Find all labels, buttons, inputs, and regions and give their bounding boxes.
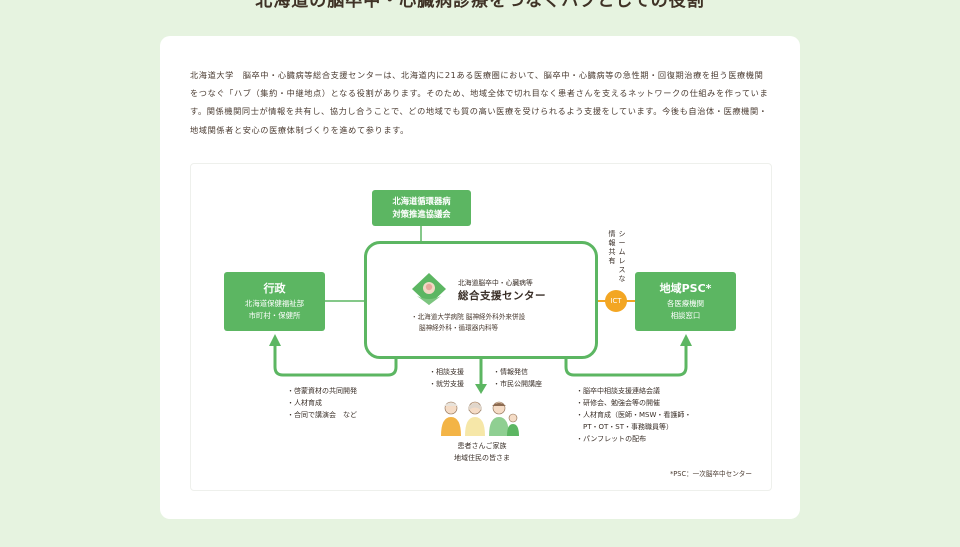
council-box: 北海道循環器病 対策推進協議会 [372,190,471,226]
list-item: ・合同で講演会 など [287,411,357,419]
government-line-2: 市町村・保健所 [248,310,301,320]
arrow-down-icon [475,384,487,394]
council-line-2: 対策推進協議会 [392,208,451,219]
seamless-label: シームレスな [618,230,626,283]
info-share-label: 情報共有 [608,230,616,265]
intro-text: 北海道大学 脳卒中・心臓病等総合支援センターは、北海道内に21ある医療圏において… [190,70,769,135]
list-item: ・人材育成（医師・MSW・看護師・ [576,411,692,419]
council-line-1: 北海道循環器病 [392,196,451,206]
list-item: ・パンフレットの配布 [576,435,647,443]
center-subtitle: 北海道脳卒中・心臓病等 [458,279,533,287]
psc-box: 地域PSC* 各医療機関 相談窓口 [635,272,736,331]
government-title: 行政 [263,282,286,295]
people-label-2: 地域住民の皆さま [454,454,510,462]
government-box: 行政 北海道保健福祉部 市町村・保健所 [224,272,325,331]
list-item: ・相談支援 [429,368,464,376]
government-activities-list: ・啓蒙資材の共同開発 ・人材育成 ・合同で講演会 など [287,385,357,421]
arrow-up-icon [680,334,692,346]
list-item: PT・OT・ST・事務職員等） [576,423,674,431]
patient-support-list: ・相談支援 ・就労支援 [429,366,464,390]
list-item: ・就労支援 [429,380,464,388]
hokkaido-logo-icon [412,273,446,305]
content-card: 北海道大学 脳卒中・心臓病等総合支援センターは、北海道内に21ある医療圏において… [160,36,800,519]
public-info-list: ・情報発信 ・市民公開講座 [493,366,542,390]
psc-title: 地域PSC* [659,282,712,295]
list-item: ・人材育成 [287,399,322,407]
center-note-2: 脳神経外科・循環器内科等 [419,323,499,332]
list-item: ・脳卒中相談支援連絡会議 [576,387,660,395]
connector-lines [269,226,692,394]
people-illustration-icon [441,401,519,436]
psc-footnote: *PSC：一次脳卒中センター [670,470,752,478]
section-title: 北海道の脳卒中・心臓病診療をつなぐハブとしての役割 [255,0,705,11]
ict-badge: ICT [605,290,627,312]
support-center-box: 北海道脳卒中・心臓病等 総合支援センター ・北海道大学病院 脳神経外科外来併設 … [364,241,598,359]
psc-line-2: 相談窓口 [670,310,701,320]
government-line-1: 北海道保健福祉部 [244,299,305,308]
list-item: ・研修会、勉強会等の開催 [576,399,660,407]
arrow-up-icon [269,334,281,346]
network-diagram: 北海道循環器病 対策推進協議会 行政 北海道保健福祉部 市町村・保健所 北海道脳… [190,163,772,491]
list-item: ・啓蒙資材の共同開発 [287,387,357,395]
psc-activities-list: ・脳卒中相談支援連絡会議 ・研修会、勉強会等の開催 ・人材育成（医師・MSW・看… [576,385,691,445]
list-item: ・市民公開講座 [493,380,542,388]
psc-line-1: 各医療機関 [667,299,704,308]
center-title: 総合支援センター [458,290,546,302]
list-item: ・情報発信 [493,368,528,376]
center-note-1: ・北海道大学病院 脳神経外科外来併設 [411,313,526,321]
people-label-1: 患者さんご家族 [457,442,507,450]
people-label: 患者さんご家族 地域住民の皆さま [432,440,532,464]
center-note: ・北海道大学病院 脳神経外科外来併設 脳神経外科・循環器内科等 [411,312,525,333]
